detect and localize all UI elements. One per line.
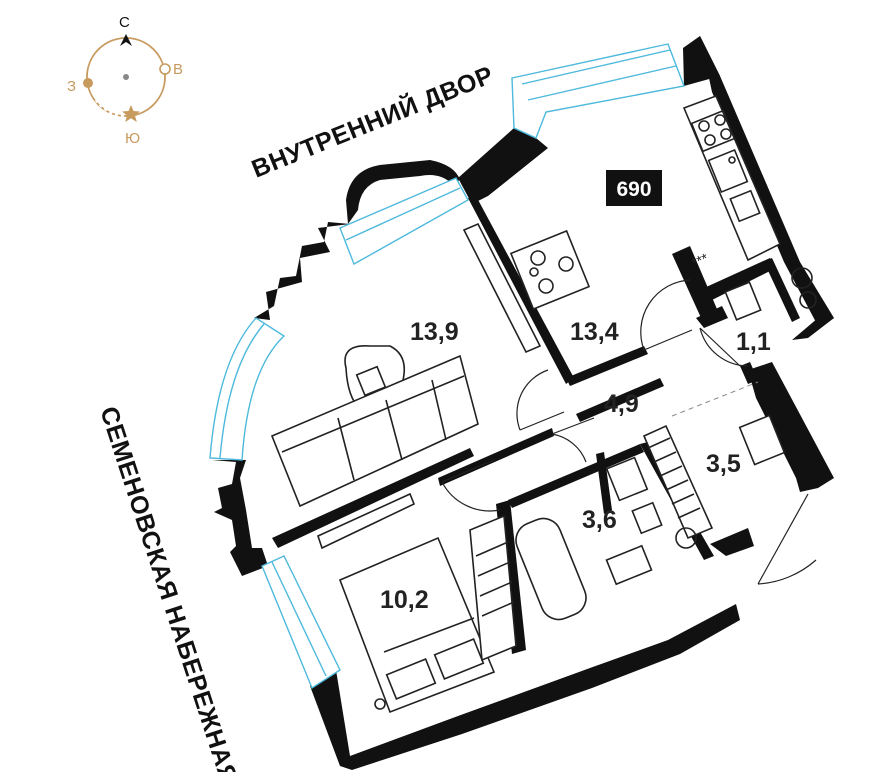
bathtub	[515, 517, 587, 621]
east-dot-icon	[159, 63, 171, 75]
wc-pipe	[791, 267, 813, 289]
room-area-bedroom: 10,2	[380, 586, 429, 614]
bed	[338, 536, 496, 714]
bedroom-door	[441, 459, 501, 512]
compass-center-dot	[123, 74, 129, 80]
living-room-door	[516, 369, 565, 431]
wc-door	[699, 327, 749, 367]
bathroom-door	[551, 417, 595, 463]
compass-north-label: С	[119, 14, 130, 31]
bathroom-sink	[605, 544, 653, 586]
windows	[209, 43, 685, 690]
courtyard-label: ВНУТРЕННИЙ ДВОР	[247, 59, 498, 184]
outer-walls	[212, 36, 834, 770]
washing-machine	[631, 501, 663, 535]
bedroom-wardrobe	[469, 514, 517, 662]
north-arrow-icon	[120, 34, 132, 46]
west-dot-icon	[83, 78, 93, 88]
compass-east-label: В	[173, 61, 183, 78]
compass-west-label: З	[67, 78, 76, 95]
room-area-wc: 1,1	[736, 328, 771, 356]
shoe-rack	[738, 414, 786, 466]
kitchen-counter	[682, 94, 782, 262]
kitchen-window	[511, 43, 685, 139]
dishwasher	[729, 189, 761, 223]
entrance-door	[757, 493, 817, 585]
boiler	[675, 527, 697, 549]
furniture: ***	[270, 94, 817, 714]
apartment-badge: 690	[606, 170, 662, 206]
svg-text:***: ***	[689, 250, 711, 271]
compass: С В Ю З	[67, 14, 183, 147]
apartment-badge-bg	[606, 170, 662, 206]
room-area-kitchen: 13,4	[570, 318, 619, 346]
room-area-living: 13,9	[410, 318, 459, 346]
compass-south-label: Ю	[125, 130, 140, 147]
tv-console	[462, 222, 542, 354]
kitchen-door	[640, 279, 693, 351]
room-area-bathroom: 3,6	[582, 506, 617, 534]
kitchen-sink	[707, 148, 749, 194]
toilet	[605, 456, 649, 502]
bedroom-bench	[317, 492, 416, 550]
room-area-entrance: 3,5	[706, 450, 741, 478]
wc-toilet	[724, 281, 762, 321]
south-star-icon	[122, 105, 140, 122]
doors	[441, 279, 817, 585]
apartment-number: 690	[616, 178, 651, 201]
sofa	[270, 354, 479, 508]
room-area-hallway: 4,9	[604, 390, 639, 418]
dining-table	[509, 229, 591, 311]
cooktop-icon: ***	[689, 250, 711, 271]
